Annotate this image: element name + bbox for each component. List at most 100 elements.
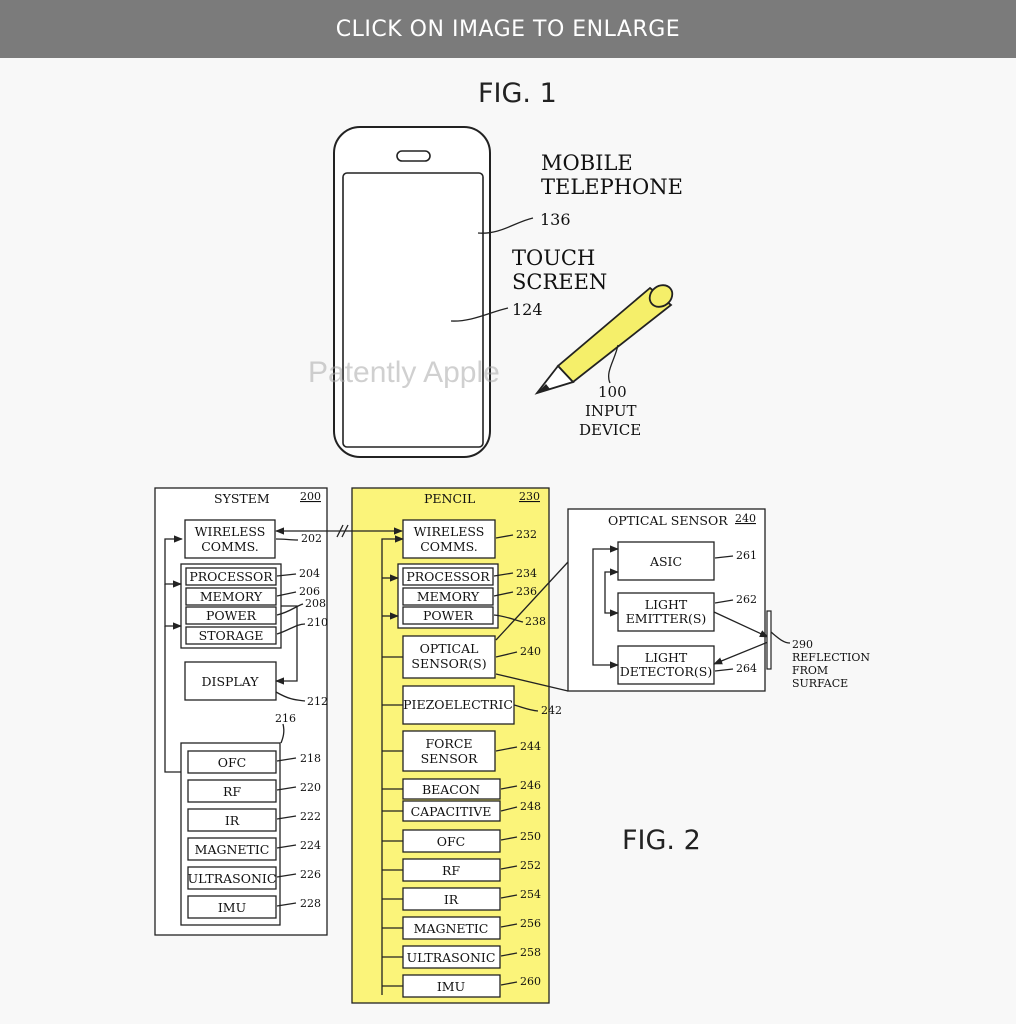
speaker-icon — [396, 150, 431, 162]
pencil-sensor-label: OFC — [437, 834, 466, 849]
system-sensor-label: RF — [223, 784, 241, 799]
system-sensor-label: MAGNETIC — [195, 842, 270, 857]
svg-text:WIRELESS: WIRELESS — [414, 524, 485, 539]
svg-text:ASIC: ASIC — [649, 554, 682, 569]
svg-text:216: 216 — [275, 712, 296, 725]
svg-text:246: 246 — [520, 779, 541, 792]
svg-text:232: 232 — [516, 528, 537, 541]
pencil-sensor-ref: 258 — [520, 946, 541, 959]
pencil-sensor-label: MAGNETIC — [414, 921, 489, 936]
system-memory-box — [185, 587, 277, 606]
pencil-power-box — [402, 606, 494, 625]
system-power-box — [185, 606, 277, 625]
svg-text:COMMS.: COMMS. — [420, 539, 478, 554]
pencil-sensor-label: IMU — [437, 979, 465, 994]
enlarge-banner-text: CLICK ON IMAGE TO ENLARGE — [335, 16, 681, 42]
pencil-sensor-ref: 256 — [520, 917, 541, 930]
input-label-1: INPUT — [585, 402, 637, 420]
svg-text:DETECTOR(S): DETECTOR(S) — [620, 664, 713, 679]
zoom-line-bottom — [495, 673, 569, 692]
svg-text:LIGHT: LIGHT — [645, 597, 688, 612]
svg-text:290: 290 — [792, 638, 813, 651]
svg-text:264: 264 — [736, 662, 757, 675]
system-wireless-2: COMMS. — [201, 539, 259, 554]
svg-text:MEMORY: MEMORY — [417, 589, 480, 604]
system-sensor-label: ULTRASONIC — [188, 871, 277, 886]
svg-text:206: 206 — [299, 585, 320, 598]
leader-100 — [608, 344, 619, 384]
asic-box — [617, 541, 715, 581]
system-sensor-box — [187, 779, 277, 803]
pencil-wireless-box — [402, 519, 496, 559]
pencil-sensor-label: ULTRASONIC — [407, 950, 496, 965]
system-wireless-box — [184, 519, 276, 559]
optical-ref: 240 — [735, 512, 756, 525]
pencil-ref: 230 — [519, 490, 540, 503]
system-sensor-label: IR — [225, 813, 240, 828]
system-display: DISPLAY — [201, 674, 259, 689]
light-emitter-box — [617, 592, 715, 632]
system-sensor-ref: 220 — [300, 781, 321, 794]
svg-text:248: 248 — [520, 800, 541, 813]
system-sensor-ref: 224 — [300, 839, 321, 852]
svg-text:244: 244 — [520, 740, 541, 753]
svg-text:262: 262 — [736, 593, 757, 606]
system-sensor-box — [187, 895, 277, 919]
system-storage-box — [185, 626, 277, 645]
svg-text:SENSOR(S): SENSOR(S) — [411, 656, 486, 671]
pencil-sensor-box — [402, 829, 501, 853]
svg-text:212: 212 — [307, 695, 328, 708]
system-sensor-box — [187, 750, 277, 774]
svg-text:CAPACITIVE: CAPACITIVE — [411, 804, 492, 819]
system-sensor-ref: 226 — [300, 868, 321, 881]
system-ref: 200 — [300, 490, 321, 503]
system-display-box — [184, 661, 277, 701]
system-sensor-box — [187, 866, 277, 890]
fig1-title: FIG. 1 — [478, 78, 557, 109]
pencil-sensor-box — [402, 858, 501, 882]
svg-text:PIEZOELECTRIC: PIEZOELECTRIC — [403, 697, 513, 712]
pencil-force-box — [402, 730, 496, 772]
pencil-sensor-ref: 254 — [520, 888, 541, 901]
svg-text:EMITTER(S): EMITTER(S) — [626, 611, 707, 626]
svg-text:BEACON: BEACON — [422, 782, 480, 797]
pencil-sensor-box — [402, 974, 501, 998]
fig2-title: FIG. 2 — [622, 825, 701, 856]
svg-text:208: 208 — [305, 597, 326, 610]
pencil-sensor-ref: 252 — [520, 859, 541, 872]
svg-text:FORCE: FORCE — [425, 736, 472, 751]
svg-text:204: 204 — [299, 567, 320, 580]
svg-text:234: 234 — [516, 567, 537, 580]
svg-text:POWER: POWER — [423, 608, 474, 623]
pencil-sensor-label: IR — [444, 892, 459, 907]
svg-text:LIGHT: LIGHT — [645, 650, 688, 665]
enlarge-banner[interactable]: CLICK ON IMAGE TO ENLARGE — [0, 0, 1016, 58]
svg-text:PROCESSOR: PROCESSOR — [406, 569, 490, 584]
system-title: SYSTEM — [214, 491, 270, 506]
system-sensor-label: IMU — [218, 900, 246, 915]
system-wireless-1: WIRELESS — [195, 524, 266, 539]
screen-label-1: TOUCH — [512, 246, 595, 270]
pencil-sensor-ref: 250 — [520, 830, 541, 843]
optical-sensor-block: OPTICAL SENSOR 240 ASIC 261 LIGHT EMITTE… — [567, 508, 769, 692]
system-sensor-box — [187, 808, 277, 832]
system-sensor-ref: 222 — [300, 810, 321, 823]
system-wireless-ref: 202 — [301, 532, 322, 545]
mobile-ref: 136 — [540, 210, 571, 229]
zoom-line-top — [495, 561, 569, 641]
svg-text:238: 238 — [525, 615, 546, 628]
optical-title: OPTICAL SENSOR — [608, 513, 728, 528]
input-device-pencil — [534, 284, 674, 395]
system-storage: STORAGE — [199, 628, 264, 643]
wireless-break-mark — [336, 524, 349, 538]
pencil-sensor-label: RF — [442, 863, 460, 878]
watermark: Patently Apple — [308, 356, 500, 389]
pencil-sensor-box — [402, 945, 501, 969]
svg-text:240: 240 — [520, 645, 541, 658]
system-processor-box — [185, 567, 277, 586]
svg-text:261: 261 — [736, 549, 757, 562]
pencil-sensor-box — [402, 916, 501, 940]
